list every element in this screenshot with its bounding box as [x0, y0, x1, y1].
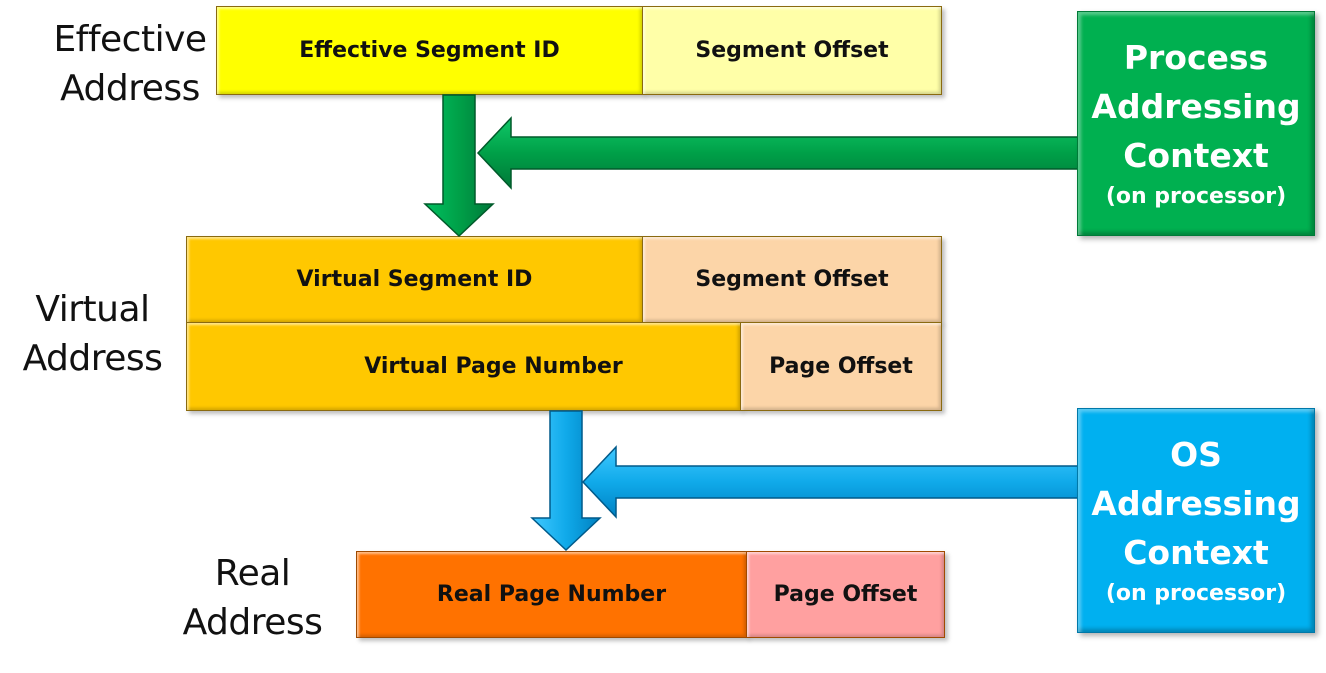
- process-box-note: (on processor): [1105, 184, 1287, 209]
- os-box-line-1: OS: [1170, 435, 1222, 474]
- real-page-number-cell: Real Page Number: [356, 551, 747, 638]
- blue-down-arrow: [530, 410, 602, 552]
- os-box-note: (on processor): [1105, 581, 1287, 606]
- effective-segment-id-cell: Effective Segment ID: [216, 6, 643, 95]
- blue-left-arrow: [581, 445, 1079, 519]
- process-addressing-context-box: Process Addressing Context (on processor…: [1077, 11, 1315, 236]
- real-page-offset-cell: Page Offset: [746, 551, 945, 638]
- virtual-segment-id-cell: Virtual Segment ID: [186, 236, 643, 323]
- virtual-page-number-cell: Virtual Page Number: [186, 322, 741, 411]
- green-down-arrow: [423, 94, 495, 238]
- process-box-line-1: Process: [1123, 38, 1269, 77]
- os-box-line-3: Context: [1123, 533, 1269, 572]
- virtual-segment-offset-cell: Segment Offset: [642, 236, 942, 323]
- process-box-line-3: Context: [1123, 136, 1269, 175]
- virtual-page-offset-cell: Page Offset: [740, 322, 942, 411]
- os-addressing-context-box: OS Addressing Context (on processor): [1077, 408, 1315, 633]
- process-box-line-2: Addressing: [1091, 87, 1301, 126]
- effective-segment-offset-cell: Segment Offset: [642, 6, 942, 95]
- green-left-arrow: [476, 116, 1079, 190]
- os-box-line-2: Addressing: [1091, 484, 1301, 523]
